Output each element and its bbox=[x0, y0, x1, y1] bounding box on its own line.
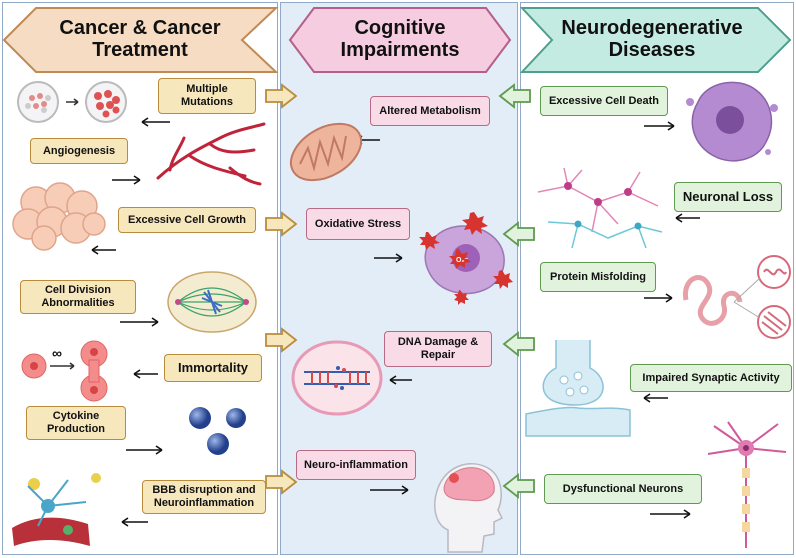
cancer-header-title: Cancer & Cancer Treatment bbox=[59, 17, 221, 61]
head-brain-icon bbox=[434, 463, 504, 553]
arrow-bbb-to-inflammation bbox=[265, 470, 297, 494]
cytokine-spheres-icon bbox=[189, 407, 246, 455]
blood-vessel-icon bbox=[156, 122, 266, 186]
immortality-label: Immortality bbox=[164, 354, 262, 382]
cytokine-label: Cytokine Production bbox=[26, 406, 126, 440]
neuro-header-shape bbox=[519, 7, 792, 73]
impaired-synaptic-label: Impaired Synaptic Activity bbox=[630, 364, 792, 392]
bbb-label: BBB disruption and Neuroinflammation bbox=[142, 480, 266, 514]
infinity-symbol: ∞ bbox=[52, 345, 62, 361]
mitotic-spindle-icon bbox=[167, 271, 257, 333]
neuronal-loss-label: Neuronal Loss bbox=[674, 182, 782, 212]
cancer-header-shape bbox=[2, 7, 279, 73]
multiple-mutations-label: Multiple Mutations bbox=[158, 78, 256, 114]
dna-nucleus-icon bbox=[291, 340, 383, 416]
dysfunctional-neurons-label: Dysfunctional Neurons bbox=[544, 474, 702, 504]
ros-cell-icon: O₂⁻ bbox=[419, 212, 513, 305]
neuro-inflammation-label: Neuro-inflammation bbox=[296, 450, 416, 480]
neuron-network-icon bbox=[537, 167, 663, 249]
excessive-cell-death-label: Excessive Cell Death bbox=[540, 86, 668, 116]
neuro-header-title: Neurodegenerative Diseases bbox=[561, 17, 743, 61]
misfolded-protein-icon bbox=[682, 255, 791, 339]
arrow-growth-to-oxidative bbox=[265, 212, 297, 236]
dividing-cell-icon: ∞ bbox=[21, 340, 108, 402]
arrow-death-to-metabolism bbox=[499, 84, 531, 108]
bbb-vessel-icon bbox=[12, 473, 101, 546]
altered-metabolism-label: Altered Metabolism bbox=[370, 96, 490, 126]
mitochondrion-icon bbox=[289, 122, 363, 182]
oxidative-stress-label: Oxidative Stress bbox=[306, 208, 410, 240]
cancer-panel bbox=[2, 2, 278, 555]
cognitive-header-title: Cognitive Impairments bbox=[340, 17, 460, 61]
dying-cell-icon bbox=[686, 81, 778, 162]
ros-symbol: O₂⁻ bbox=[456, 257, 469, 264]
cognitive-header-shape bbox=[288, 7, 512, 73]
cell-division-label: Cell Division Abnormalities bbox=[20, 280, 136, 314]
protein-misfolding-label: Protein Misfolding bbox=[540, 262, 656, 292]
neuron-icon bbox=[707, 421, 787, 548]
cell-cluster-icon bbox=[12, 182, 106, 251]
arrow-mutations-to-metabolism bbox=[265, 84, 297, 108]
angiogenesis-label: Angiogenesis bbox=[30, 138, 128, 164]
dna-damage-label: DNA Damage & Repair bbox=[384, 331, 492, 367]
excessive-cell-growth-label: Excessive Cell Growth bbox=[118, 207, 256, 233]
arrow-dysfunction-to-inflammation bbox=[503, 474, 535, 498]
synapse-icon bbox=[525, 340, 631, 437]
petri-dish-icon bbox=[17, 81, 127, 123]
neuro-panel bbox=[520, 2, 794, 555]
